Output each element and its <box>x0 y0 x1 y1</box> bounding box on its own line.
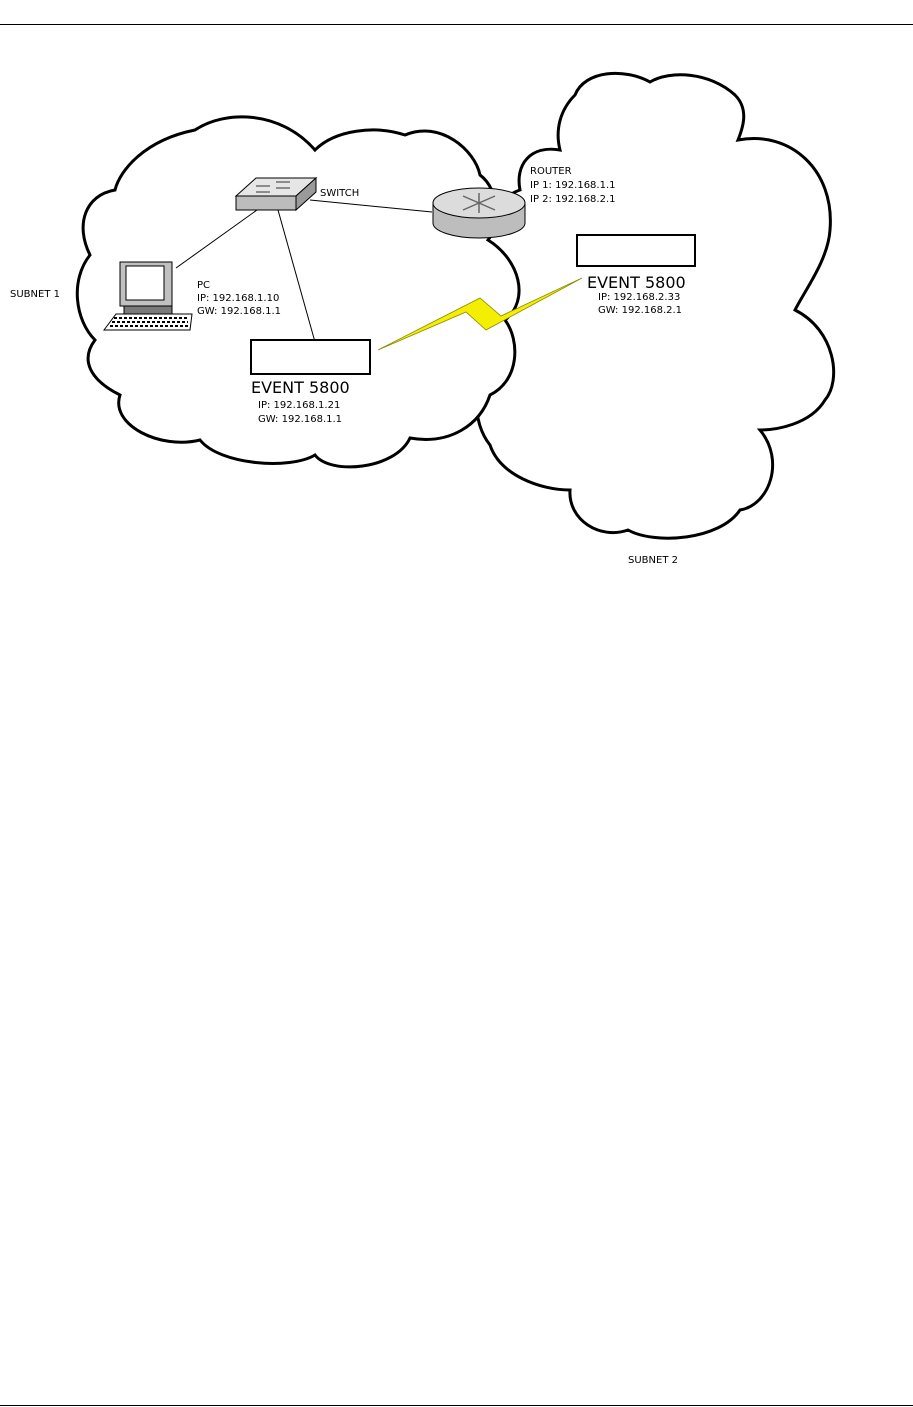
subnet1-label: SUBNET 1 <box>10 289 60 300</box>
network-diagram: SUBNET 1 SUBNET 2 SWITCH ROUTER IP 1: 19… <box>0 0 913 600</box>
bottom-rule <box>0 1405 913 1406</box>
router-label: ROUTER <box>530 166 572 177</box>
subnet2-label: SUBNET 2 <box>628 555 678 566</box>
router-icon <box>433 188 525 238</box>
event5800-left-ip: IP: 192.168.1.21 <box>258 400 340 411</box>
event5800-left-gw: GW: 192.168.1.1 <box>258 414 342 425</box>
switch-label: SWITCH <box>320 188 359 199</box>
event5800-left-title: EVENT 5800 <box>251 378 350 397</box>
event5800-right-ip: IP: 192.168.2.33 <box>598 292 680 303</box>
pc-label: PC <box>197 280 210 291</box>
pc-gw: GW: 192.168.1.1 <box>197 306 281 317</box>
event5800-left-device <box>251 340 370 374</box>
pc-ip: IP: 192.168.1.10 <box>197 293 279 304</box>
event5800-right-title: EVENT 5800 <box>587 273 686 292</box>
router-ip2: IP 2: 192.168.2.1 <box>530 194 616 205</box>
event5800-right-device <box>577 235 695 266</box>
event5800-right-gw: GW: 192.168.2.1 <box>598 305 682 316</box>
router-ip1: IP 1: 192.168.1.1 <box>530 180 616 191</box>
